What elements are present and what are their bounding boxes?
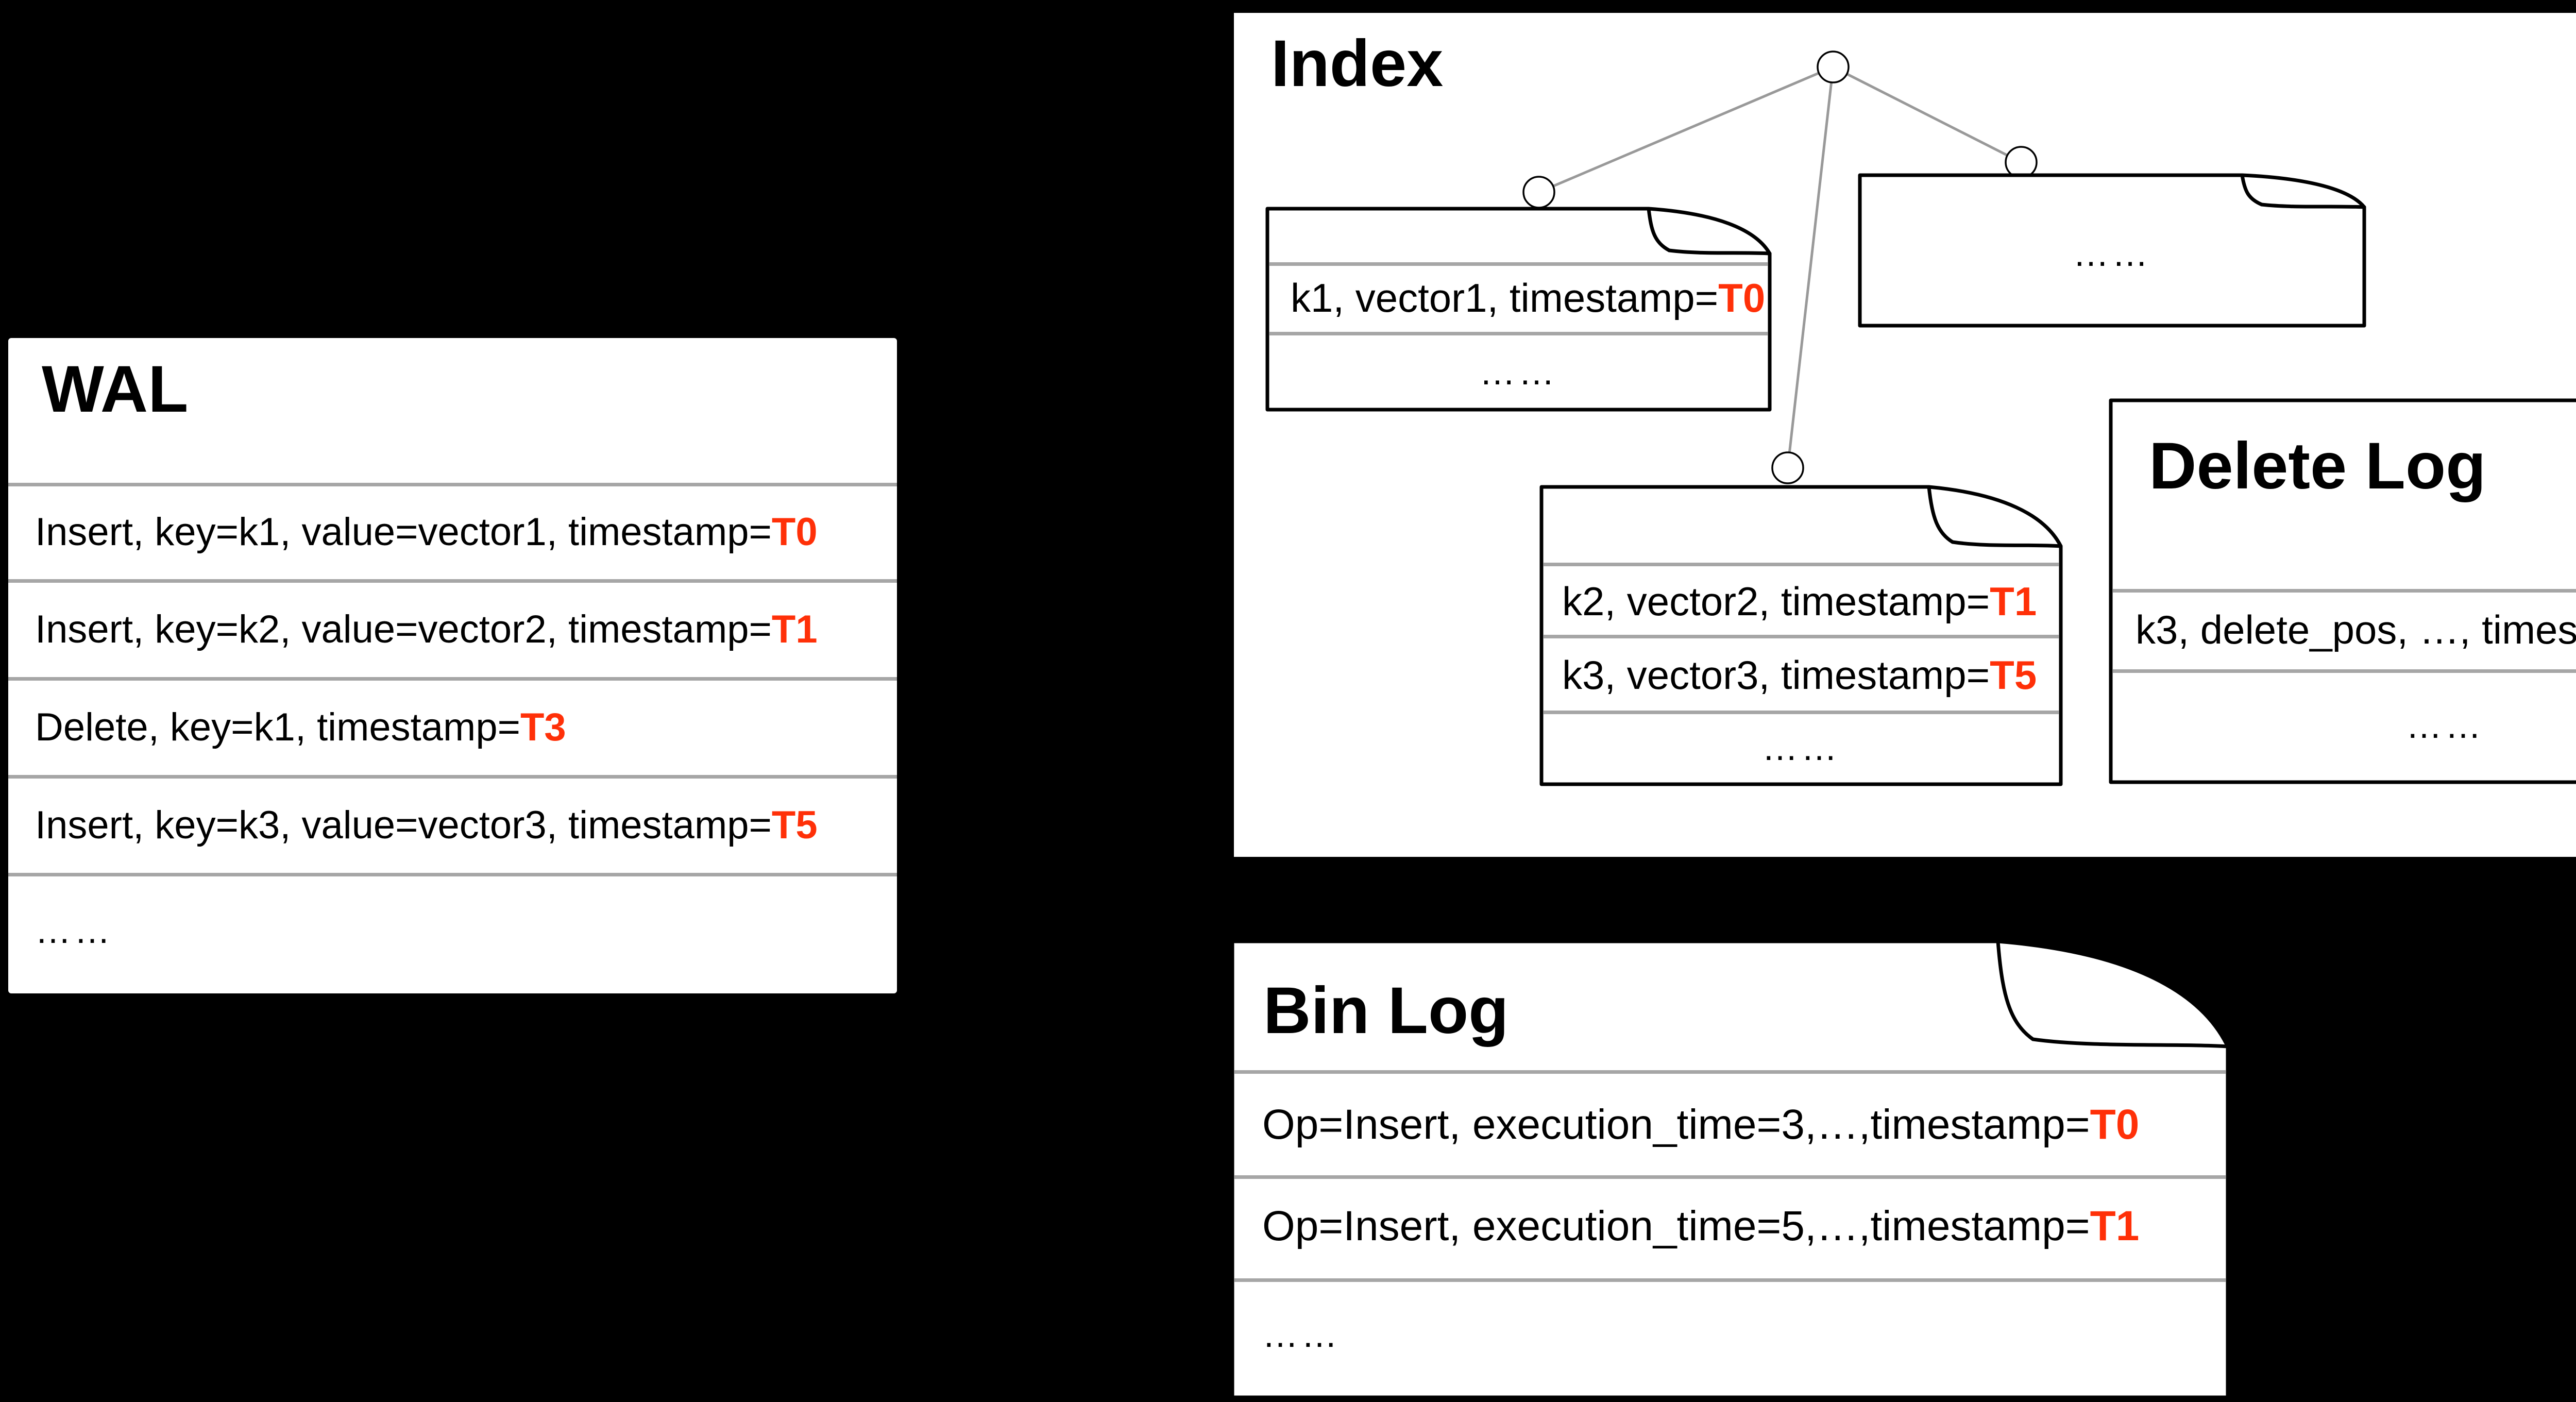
index-segment-file-3 [1858, 173, 2366, 328]
document-fold-icon [2260, 202, 2366, 209]
segment1-row: k1, vector1, timestamp=T0 [1291, 278, 1765, 318]
bin-log-row: Op=Insert, execution_time=3,…,timestamp=… [1262, 1104, 2139, 1146]
segment2-row: k3, vector3, timestamp=T5 [1562, 655, 2037, 695]
segment-row-timestamp: T0 [1718, 275, 1766, 320]
bin-log-row-text: Op=Insert, execution_time=3,…,timestamp= [1262, 1101, 2090, 1148]
wal-title: WAL [42, 352, 189, 426]
tree-node-root [1817, 50, 1850, 83]
wal-row-divider [8, 677, 897, 681]
wal-row: Insert, key=k2, value=vector2, timestamp… [35, 610, 818, 649]
segment2-divider [1544, 635, 2059, 638]
delete-log-divider [2113, 589, 2576, 593]
document-fold-icon [1647, 207, 1671, 252]
wal-row-text: Insert, key=k2, value=vector2, timestamp… [35, 607, 772, 651]
bin-log-row-timestamp: T1 [2090, 1203, 2140, 1249]
wal-row-divider [8, 775, 897, 779]
wal-row-text: Insert, key=k3, value=vector3, timestamp… [35, 803, 772, 847]
tree-node-middle [1771, 451, 1804, 484]
bin-log-row: Op=Insert, execution_time=5,…,timestamp=… [1262, 1205, 2139, 1247]
segment-row-text: k3, vector3, timestamp= [1562, 652, 1990, 698]
segment2-divider [1544, 563, 2059, 566]
wal-row-timestamp: T1 [771, 607, 818, 651]
segment-row-text: k1, vector1, timestamp= [1291, 275, 1719, 320]
segment1-divider [1269, 332, 1768, 335]
tree-edge-root-right [1832, 65, 2022, 164]
wal-row-divider [8, 483, 897, 486]
bin-log-more-row: …… [1262, 1314, 1341, 1355]
bin-log-divider [1234, 1070, 2226, 1074]
wal-row-timestamp: T0 [771, 510, 818, 554]
segment3-more-row: …… [2073, 233, 2151, 274]
delete-log-more-row: …… [2406, 705, 2484, 746]
wal-row: Delete, key=k1, timestamp=T3 [35, 708, 566, 747]
segment2-more-row: …… [1762, 728, 1840, 768]
wal-row-text: Insert, key=k1, value=vector1, timestamp… [35, 510, 772, 554]
document-fold-icon [1951, 540, 2063, 548]
bin-log-title: Bin Log [1263, 974, 1509, 1048]
wal-row-timestamp: T5 [771, 803, 818, 847]
segment2-divider [1544, 711, 2059, 714]
delete-log-row-text: k3, delete_pos, …, timestamp= [2136, 607, 2576, 652]
document-fold-icon [1927, 485, 1955, 544]
segment-row-timestamp: T1 [1990, 579, 2037, 624]
document-fold-icon [2031, 1037, 2230, 1049]
segment-row-text: k2, vector2, timestamp= [1562, 579, 1990, 624]
index-title: Index [1271, 27, 1444, 100]
delete-log-divider [2113, 669, 2576, 673]
document-fold-icon [1996, 939, 2035, 1041]
segment1-more-row: …… [1479, 352, 1558, 392]
segment2-row: k2, vector2, timestamp=T1 [1562, 581, 2037, 621]
segment-row-timestamp: T5 [1990, 652, 2037, 698]
wal-row: Insert, key=k1, value=vector1, timestamp… [35, 513, 818, 552]
index-segment-file-1 [1265, 207, 1772, 412]
wal-row-text: Delete, key=k1, timestamp= [35, 705, 520, 749]
bin-log-row-timestamp: T0 [2090, 1101, 2140, 1148]
document-shape [1230, 939, 2230, 1399]
document-fold-icon [1667, 248, 1772, 256]
wal-log-box: WAL Insert, key=k1, value=vector1, times… [6, 336, 899, 995]
wal-row-divider [8, 579, 897, 583]
wal-row-timestamp: T3 [520, 705, 566, 749]
document-fold-icon [2240, 173, 2264, 207]
bin-log-row-text: Op=Insert, execution_time=5,…,timestamp= [1262, 1203, 2090, 1249]
bin-log-divider [1234, 1175, 2226, 1179]
delete-log-row: k3, delete_pos, …, timestamp=T3 [2136, 610, 2576, 650]
wal-row-divider [8, 873, 897, 876]
bin-log-divider [1234, 1278, 2226, 1282]
wal-more-row: …… [35, 910, 113, 951]
bin-log-file [1230, 939, 2230, 1399]
wal-row: Insert, key=k3, value=vector3, timestamp… [35, 806, 818, 845]
tree-edge-root-middle [1786, 66, 1835, 468]
tree-edge-root-left [1538, 65, 1834, 194]
delete-log-title: Delete Log [2149, 429, 2486, 503]
segment1-divider [1269, 262, 1768, 266]
